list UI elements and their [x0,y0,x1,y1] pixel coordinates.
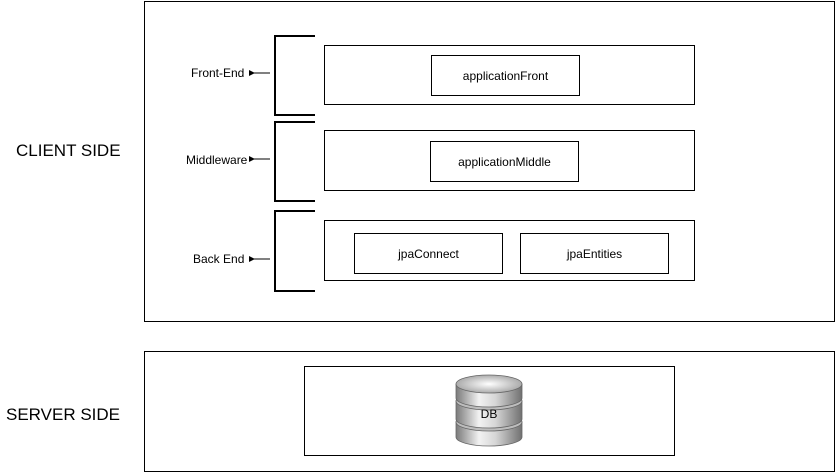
database-label: DB [480,407,498,421]
jpa-connect-module[interactable]: jpaConnect [354,233,503,274]
front-end-bracket [274,35,315,116]
client-side-label: CLIENT SIDE [16,141,121,160]
middleware-label: Middleware [186,153,248,167]
back-end-label: Back End [193,252,245,266]
front-end-label: Front-End [191,66,245,80]
application-front-module[interactable]: applicationFront [431,55,580,96]
middleware-bracket [274,121,315,202]
back-end-bracket [274,210,315,292]
server-side-label: SERVER SIDE [6,405,121,424]
application-middle-module[interactable]: applicationMiddle [430,141,579,182]
jpa-entities-module[interactable]: jpaEntities [520,233,669,274]
